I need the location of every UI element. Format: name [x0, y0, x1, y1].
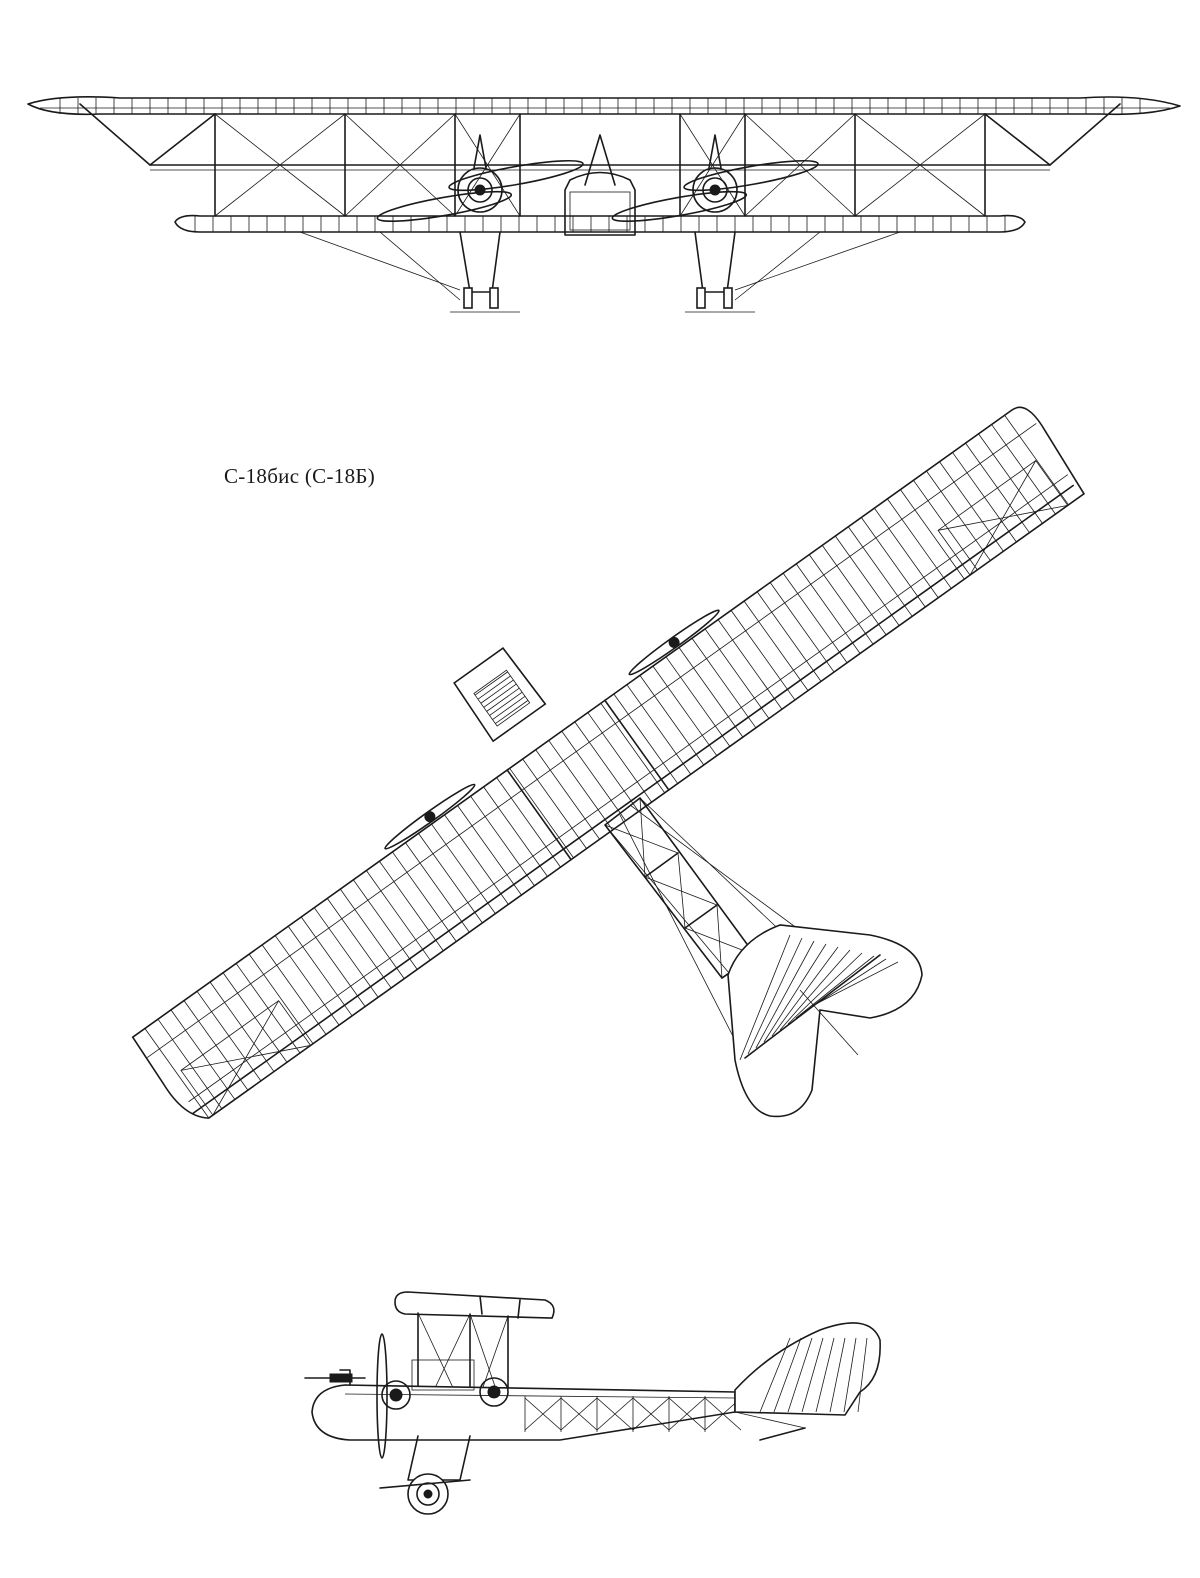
front-view	[27, 96, 1181, 313]
aircraft-designation-label: С-18бис (С-18Б)	[224, 464, 376, 488]
